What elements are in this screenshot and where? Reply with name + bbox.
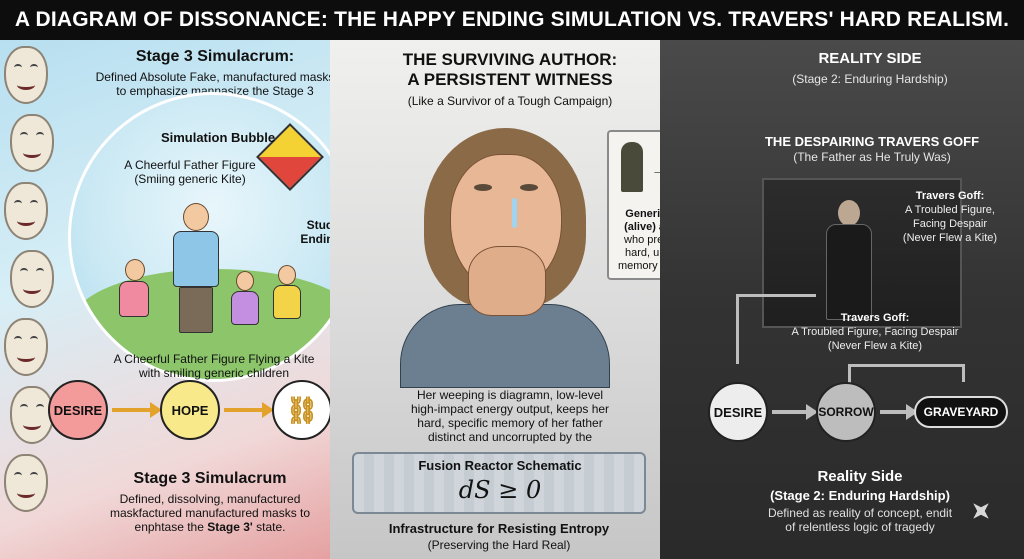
chain-icon: ⛓ <box>285 394 319 425</box>
mask-icon <box>10 250 54 308</box>
entropy-equation: dS ≥ 0 <box>458 476 542 504</box>
father-figure <box>171 203 221 333</box>
right-bottom-desc-2: of relentless logic of tragedy <box>785 520 935 534</box>
mid-label-name: Travers Goff: <box>840 312 910 324</box>
flow-node-hope: HOPE <box>160 380 220 440</box>
right-top-heading: REALITY SIDE <box>818 50 922 67</box>
flow-arrow <box>772 404 818 420</box>
page-title: A DIAGRAM OF DISSONANCE: THE HAPPY ENDIN… <box>14 8 1010 31</box>
left-bottom-desc-1: Defined, dissolving, manufactured <box>119 492 301 506</box>
title-bar: A DIAGRAM OF DISSONANCE: THE HAPPY ENDIN… <box>0 0 1024 40</box>
mask-icon <box>10 386 54 444</box>
flow-arrow <box>224 402 274 418</box>
flow-node-desire-reality: DESIRE <box>708 382 768 442</box>
infra-sub: (Preserving the Hard Real) <box>427 538 571 552</box>
bubble-sub-2: (Smiing generic Kite) <box>134 172 246 186</box>
weeping-desc-2: high-impact energy output, keeps her <box>410 402 610 416</box>
right-bottom-heading: Reality Side <box>817 468 903 485</box>
photo-label-name: Travers Goff: <box>915 190 985 202</box>
left-bottom-heading: Stage 3 Simulacrum <box>133 470 287 487</box>
right-bottom-sub: (Stage 2: Enduring Hardship) <box>770 488 950 503</box>
flow-arrow <box>880 404 918 420</box>
flow-node-graveyard: GRAVEYARD <box>914 396 1008 428</box>
bubble-sub-1: A Cheerful Father Figure <box>124 158 256 172</box>
left-top-desc-2: to emphasize mannasize the Stage 3 <box>116 84 314 98</box>
mask-icon <box>4 182 48 240</box>
mid-label-1: A Troubled Figure, Facing Despair <box>791 326 959 338</box>
mask-icon <box>4 318 48 376</box>
left-top-desc-1: Defined Absolute Fake, manufactured mask… <box>95 70 335 84</box>
connector-line <box>736 294 816 297</box>
flow-node-sorrow: SORROW <box>816 382 876 442</box>
mask-column <box>0 40 58 559</box>
child-figure <box>117 259 151 339</box>
weeping-desc-4: distinct and uncorrupted by the <box>427 430 593 444</box>
weeping-desc-1: Her weeping is diagramn, low-level <box>416 388 604 402</box>
weeping-author <box>400 128 610 388</box>
weeping-desc-3: hard, specific memory of her father <box>417 416 603 430</box>
grass <box>71 269 355 379</box>
infra-title: Infrastructure for Resisting Entropy <box>388 521 610 536</box>
loop-line <box>848 364 851 384</box>
chain-node: ⛓ <box>272 380 332 440</box>
reactor-title: Fusion Reactor Schematic <box>418 458 582 473</box>
bubble-caption-1: A Cheerful Father Figure Flying a Kite <box>113 352 315 366</box>
flow-arrow <box>112 402 162 418</box>
bubble-caption-2: with smiling generic children <box>138 366 290 380</box>
loop-line <box>848 364 964 367</box>
loop-line <box>962 364 965 382</box>
photo-label-2: Facing Despair <box>913 218 987 230</box>
child-figure <box>229 271 261 341</box>
mask-icon <box>4 454 48 512</box>
center-heading-1: THE SURVIVING AUTHOR: <box>402 50 618 69</box>
simulation-bubble <box>68 92 358 382</box>
mid-label-2: (Never Flew a Kite) <box>827 340 923 352</box>
travers-figure <box>826 200 872 320</box>
left-top-heading: Stage 3 Simulacrum: <box>135 48 295 65</box>
travers-sub: (The Father as He Truly Was) <box>793 150 951 164</box>
right-top-sub: (Stage 2: Enduring Hardship) <box>792 72 948 86</box>
tear-icon <box>512 198 517 228</box>
photo-label-3: (Never Flew a Kite) <box>902 232 998 244</box>
bubble-title: Simulation Bubble <box>160 130 276 145</box>
reactor-schematic <box>352 452 646 514</box>
left-bottom-desc-2: maskfactured manufactured masks to <box>109 506 311 520</box>
soldier-icon <box>621 142 643 192</box>
child-figure <box>271 265 303 337</box>
center-subheading: (Like a Survivor of a Tough Campaign) <box>407 94 613 108</box>
flow-node-desire: DESIRE <box>48 380 108 440</box>
connector-line <box>736 294 739 364</box>
center-heading-2: A PERSISTENT WITNESS <box>407 70 613 89</box>
mask-icon <box>10 114 54 172</box>
left-bottom-desc-3: enphtase the Stage 3' state. <box>134 520 286 534</box>
mask-icon <box>4 46 48 104</box>
travers-heading: THE DESPAIRING TRAVERS GOFF <box>764 134 980 149</box>
right-bottom-desc-1: Defined as reality of concept, endit <box>767 506 953 520</box>
photo-label-1: A Troubled Figure, <box>905 204 995 216</box>
